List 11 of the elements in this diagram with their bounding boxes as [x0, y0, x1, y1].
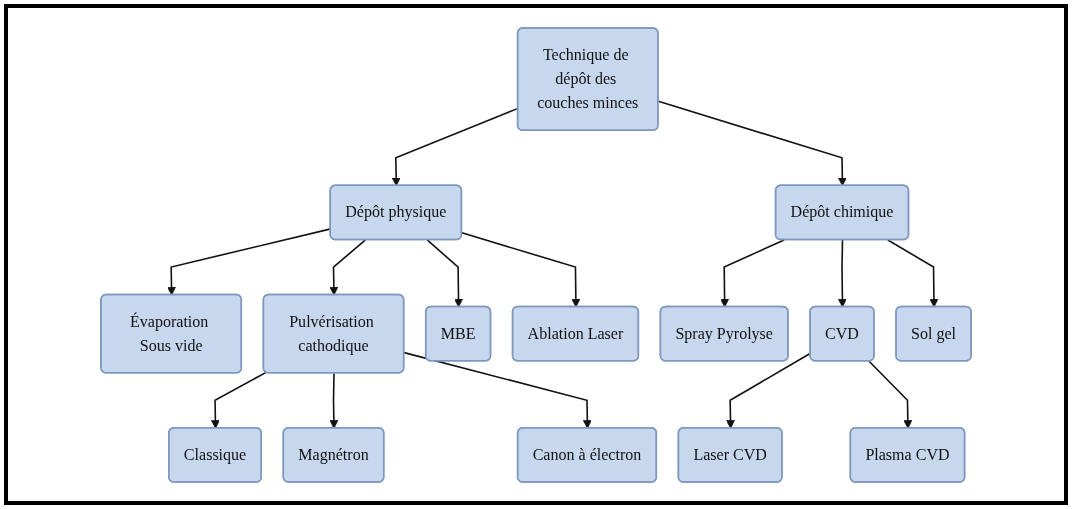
arrow: [210, 371, 267, 429]
arrow: [461, 231, 581, 307]
arrow: [403, 351, 592, 429]
arrow: [329, 238, 367, 295]
arrow: [837, 238, 847, 307]
arrow: [426, 238, 463, 307]
arrow: [329, 371, 339, 429]
arrow: [657, 100, 847, 186]
arrow: [887, 238, 939, 307]
arrow: [868, 359, 913, 429]
arrow: [720, 238, 785, 307]
